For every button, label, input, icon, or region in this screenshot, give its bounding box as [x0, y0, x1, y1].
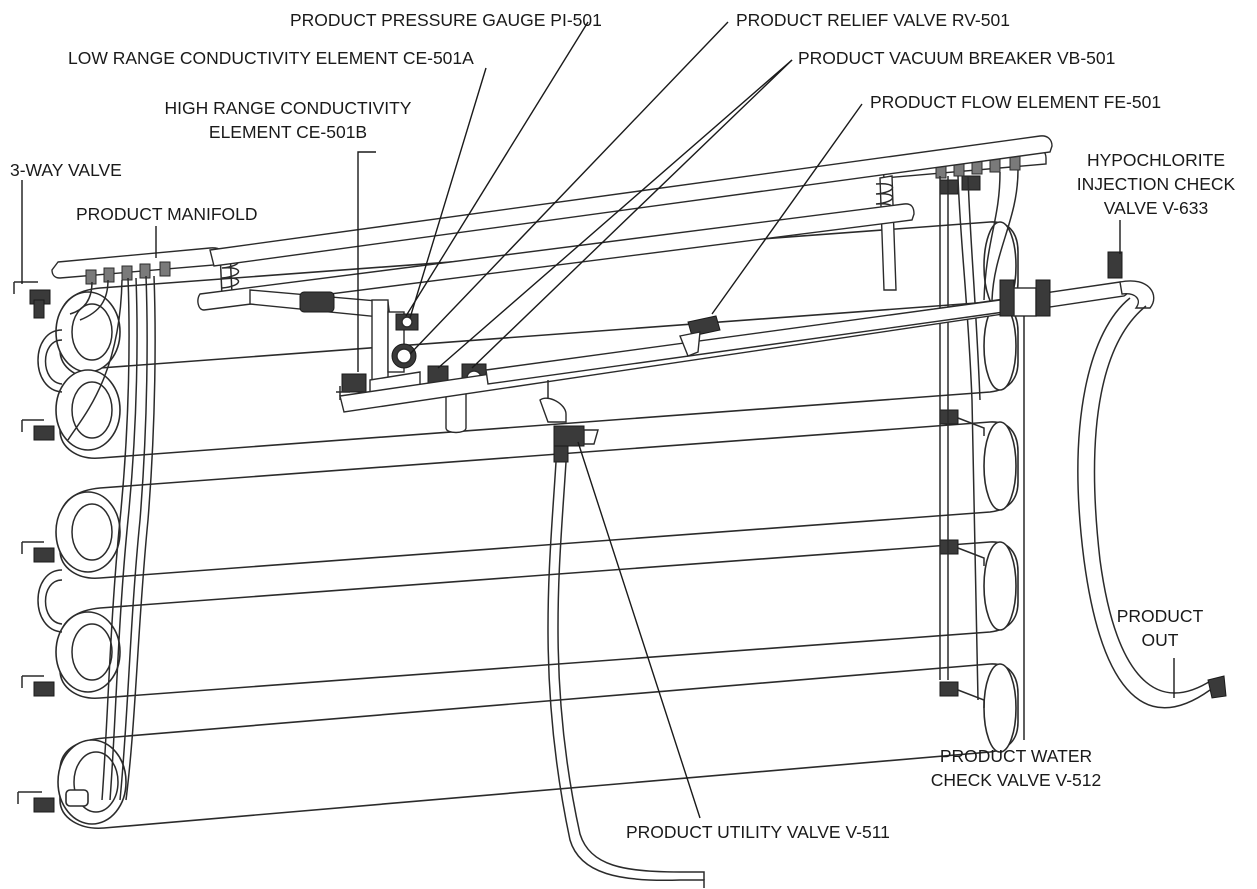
- right-side-valves: [939, 175, 985, 708]
- flow-element-icon: [679, 315, 721, 357]
- leader-product-vacuum-breaker-2: [471, 59, 793, 369]
- pressure-vessel-3: [59, 421, 1019, 579]
- utility-valve-icon: [553, 425, 599, 463]
- pressure-vessel-4: [59, 541, 1019, 699]
- product-water-check-valve-icon: [999, 279, 1051, 317]
- utility-valve-branch: [539, 380, 705, 888]
- three-way-valve-icon: [21, 675, 55, 697]
- leader-vacuum-breaker: [437, 59, 793, 369]
- label-hypochlorite-1: HYPOCHLORITE: [1087, 150, 1225, 170]
- label-high-range-conductivity-2: ELEMENT CE-501B: [209, 122, 367, 142]
- label-3-way-valve: 3-WAY VALVE: [10, 160, 122, 180]
- label-product-utility-valve: PRODUCT UTILITY VALVE V-511: [626, 822, 890, 842]
- product-header: [339, 251, 1155, 413]
- label-low-range-conductivity: LOW RANGE CONDUCTIVITY ELEMENT CE-501A: [68, 48, 474, 68]
- leader-utility-valve: [577, 441, 701, 819]
- leader-relief-valve: [409, 21, 729, 355]
- label-product-pressure-gauge: PRODUCT PRESSURE GAUGE PI-501: [290, 10, 602, 30]
- label-product-flow-element: PRODUCT FLOW ELEMENT FE-501: [870, 92, 1161, 112]
- callout-labels: PRODUCT PRESSURE GAUGE PI-501 PRODUCT RE…: [10, 10, 1236, 842]
- leader-low-range-conductivity: [409, 67, 487, 319]
- label-product-vacuum-breaker: PRODUCT VACUUM BREAKER VB-501: [798, 48, 1115, 68]
- label-product-out-2: OUT: [1142, 630, 1179, 650]
- left-3-way-valves: [13, 281, 55, 813]
- label-product-manifold: PRODUCT MANIFOLD: [76, 204, 258, 224]
- label-product-out-1: PRODUCT: [1117, 606, 1204, 626]
- label-hypochlorite-3: VALVE V-633: [1104, 198, 1208, 218]
- leader-flow-element: [711, 103, 863, 315]
- three-way-valve-icon: [21, 419, 55, 441]
- leader-lines: [21, 21, 1175, 819]
- label-product-water-check-2: CHECK VALVE V-512: [931, 770, 1102, 790]
- leader-high-range-conductivity: [357, 151, 376, 372]
- product-out-hose: [1077, 297, 1227, 709]
- three-way-valve-icon: [13, 281, 51, 319]
- label-hypochlorite-2: INJECTION CHECK: [1077, 174, 1236, 194]
- hypochlorite-check-valve-icon: [1107, 251, 1155, 309]
- leader-pressure-gauge: [405, 21, 589, 317]
- three-way-valve-icon: [21, 541, 55, 563]
- label-high-range-conductivity-1: HIGH RANGE CONDUCTIVITY: [165, 98, 412, 118]
- three-way-valve-icon: [17, 791, 55, 813]
- label-product-water-check-1: PRODUCT WATER: [940, 746, 1092, 766]
- label-product-relief-valve: PRODUCT RELIEF VALVE RV-501: [736, 10, 1010, 30]
- pressure-vessels: [37, 221, 1019, 829]
